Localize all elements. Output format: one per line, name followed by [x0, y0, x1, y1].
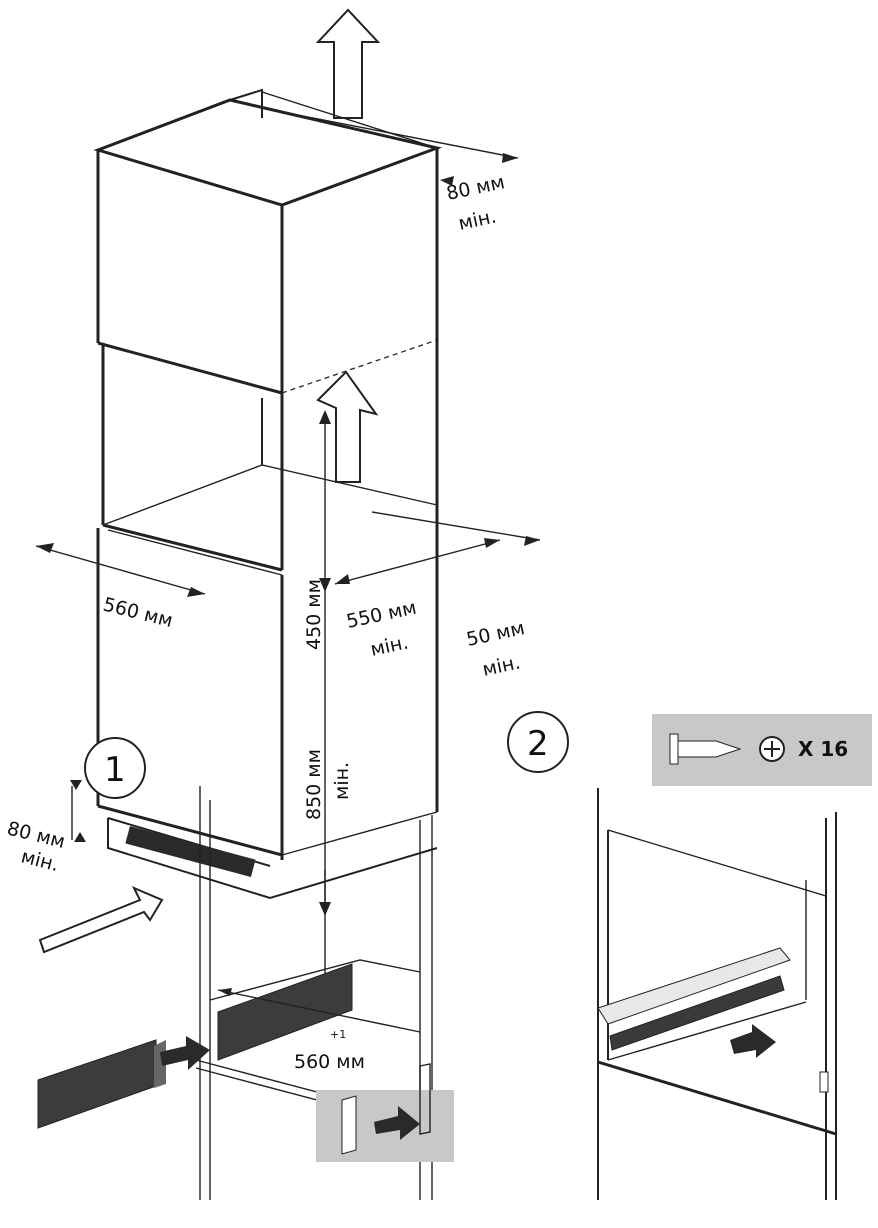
lower-housing [195, 786, 439, 1200]
niche-airflow-arrow [316, 370, 379, 483]
base-height-value: 850 мм [303, 749, 325, 820]
lower-width-value: 560 мм [294, 1051, 365, 1073]
base-height-suffix: мін. [331, 762, 353, 800]
labels: 80 мм мін. 560 мм 450 мм 550 мм мін. 50 … [5, 171, 848, 1073]
rear-gap-suffix: мін. [480, 651, 522, 680]
dark-panels [37, 963, 353, 1129]
screw-icon [669, 733, 742, 765]
lower-width-tolerance: +1 [330, 1028, 346, 1041]
top-vent-suffix: мін. [456, 205, 498, 234]
dimension-lines [35, 107, 541, 1033]
step-2-badge: 2 [507, 711, 569, 773]
depth-suffix: мін. [368, 631, 410, 660]
upper-cabinet [93, 88, 443, 395]
oven-niche [101, 332, 439, 812]
niche-height-value: 450 мм [303, 579, 325, 650]
top-airflow-arrow [315, 8, 381, 119]
screw-box [652, 714, 872, 786]
lower-cabinet [96, 528, 438, 900]
depth-value: 550 мм [344, 597, 418, 633]
insert-arrows [160, 1036, 210, 1070]
front-airflow-arrows [38, 886, 164, 954]
step-2-diagram [597, 788, 837, 1200]
screw-quantity: X 16 [798, 737, 848, 761]
phillips-head-icon [759, 736, 785, 762]
bracket-detail-box [316, 1063, 454, 1162]
step-1-badge: 1 [84, 737, 146, 799]
rear-gap-value: 50 мм [464, 617, 526, 651]
width-value: 560 мм [101, 594, 175, 633]
step-1-number: 1 [104, 750, 126, 790]
step-2-number: 2 [527, 724, 549, 764]
